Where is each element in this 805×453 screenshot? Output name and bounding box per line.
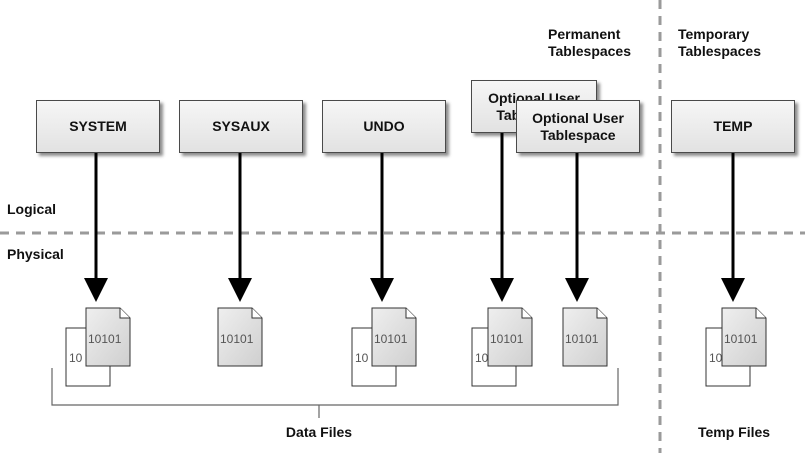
temp-files-label: Temp Files	[697, 424, 771, 440]
logical-label: Logical	[7, 201, 57, 217]
file-glyph-back: 10	[69, 351, 83, 365]
file-glyph: 10101	[88, 332, 122, 346]
temp-tablespace-box: TEMP	[671, 100, 795, 153]
undo-tablespace-box: UNDO	[322, 100, 446, 153]
file-glyph: 10101	[220, 332, 254, 346]
data-files-bracket	[51, 368, 619, 418]
sysaux-tablespace-box: SYSAUX	[179, 100, 303, 153]
file-glyph: 10101	[724, 332, 758, 346]
file-glyph: 10101	[490, 332, 524, 346]
system-tablespace-box: SYSTEM	[36, 100, 160, 153]
temporary-tablespaces-header: Temporary Tablespaces	[678, 26, 762, 59]
data-files-label: Data Files	[285, 424, 353, 440]
file-glyph-back: 10	[709, 351, 723, 365]
physical-label: Physical	[7, 246, 64, 262]
file-glyph: 10101	[565, 332, 599, 346]
file-glyph-back: 10	[475, 351, 489, 365]
permanent-tablespaces-header: Permanent Tablespaces	[548, 26, 632, 59]
file-glyph-back: 10	[355, 351, 369, 365]
file-glyph: 10101	[374, 332, 408, 346]
optional-user-tablespace-box-front: Optional User Tablespace	[516, 100, 640, 153]
